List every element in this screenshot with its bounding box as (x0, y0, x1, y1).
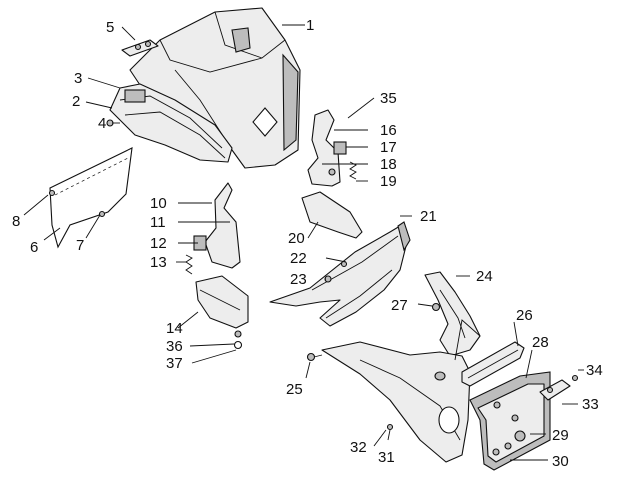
part-clip-bracket (121, 39, 159, 57)
part-rear-fender (424, 271, 481, 357)
callout-12: 12 (150, 235, 167, 252)
part-left-bracket-assembly (185, 182, 249, 350)
callout-13: 13 (150, 254, 167, 271)
part-lamp-bracket (539, 379, 571, 401)
part-inner-frame (109, 83, 233, 163)
callout-30: 30 (552, 453, 569, 470)
callout-3: 3 (74, 70, 82, 87)
callout-35: 35 (380, 90, 397, 107)
part-side-panel (48, 147, 133, 249)
callout-36: 36 (166, 338, 183, 355)
callout-21: 21 (420, 208, 437, 225)
callout-labels: 1 2 3 4 5 6 7 8 10 11 12 13 14 16 17 18 … (12, 17, 603, 470)
part-plate-holder (469, 371, 551, 471)
callout-14: 14 (166, 320, 183, 337)
callout-24: 24 (476, 268, 493, 285)
callout-23: 23 (290, 271, 307, 288)
callout-22: 22 (290, 250, 307, 267)
callout-6: 6 (30, 239, 38, 256)
callout-16: 16 (380, 122, 397, 139)
callout-17: 17 (380, 139, 397, 156)
callout-7: 7 (76, 237, 84, 254)
callout-34: 34 (586, 362, 603, 379)
part-right-bracket-assembly (301, 109, 363, 239)
part-mudguard-body (321, 319, 481, 463)
callout-26: 26 (516, 307, 533, 324)
callout-2: 2 (72, 93, 80, 110)
fasteners (306, 260, 579, 450)
callout-27: 27 (391, 297, 408, 314)
part-front-cover (129, 7, 301, 169)
callout-8: 8 (12, 213, 20, 230)
callout-5: 5 (106, 19, 114, 36)
callout-33: 33 (582, 396, 599, 413)
callout-32: 32 (350, 439, 367, 456)
callout-19: 19 (380, 173, 397, 190)
callout-29: 29 (552, 427, 569, 444)
callout-11: 11 (150, 214, 166, 231)
callout-25: 25 (286, 381, 303, 398)
callout-37: 37 (166, 355, 183, 372)
callout-28: 28 (532, 334, 549, 351)
callout-10: 10 (150, 195, 167, 212)
part-reflector-bar (461, 341, 525, 387)
callout-20: 20 (288, 230, 305, 247)
callout-4: 4 (98, 115, 106, 132)
callout-31: 31 (378, 449, 395, 466)
callout-1: 1 (306, 17, 314, 34)
callout-18: 18 (380, 156, 397, 173)
leader-lines (23, 24, 584, 461)
